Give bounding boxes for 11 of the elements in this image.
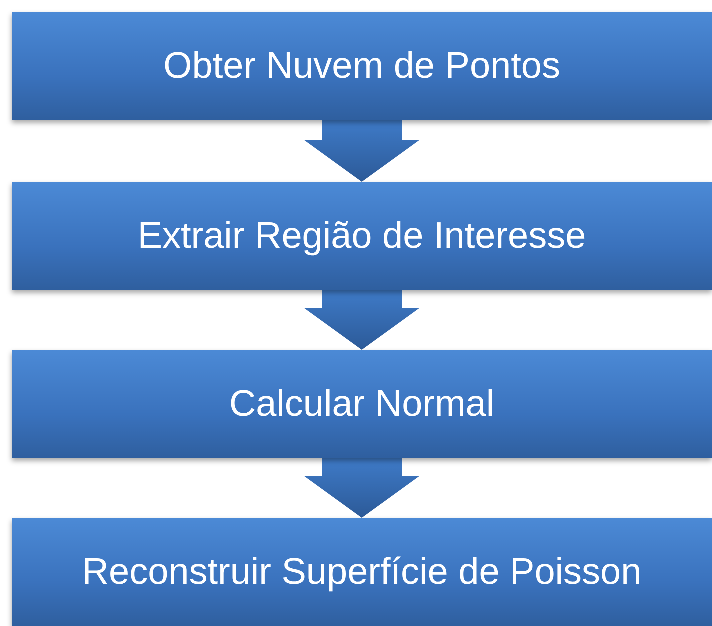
block-arrow [304, 458, 420, 518]
block-arrow [304, 290, 420, 350]
step-label: Extrair Região de Interesse [138, 215, 586, 257]
process-box [12, 518, 712, 626]
step-label: Reconstruir Superfície de Poisson [82, 551, 642, 593]
block-arrow [304, 120, 420, 182]
step-label: Obter Nuvem de Pontos [164, 45, 560, 87]
step-label: Calcular Normal [229, 383, 495, 425]
process-box [12, 12, 712, 120]
process-box [12, 182, 712, 290]
process-box [12, 350, 712, 458]
